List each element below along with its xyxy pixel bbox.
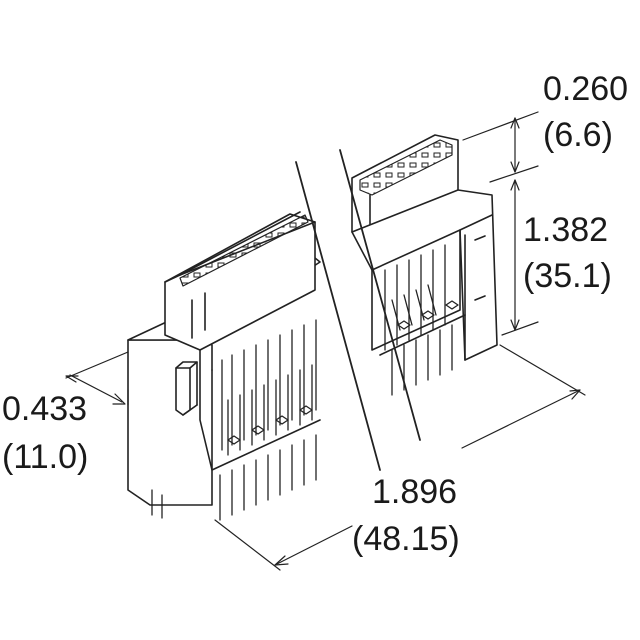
pins-right xyxy=(384,244,459,396)
depth-inch-label: 0.433 xyxy=(2,390,88,428)
top-height-mm-label: (6.6) xyxy=(543,116,613,154)
top-height-inch-label: 0.260 xyxy=(543,70,629,108)
pins-left xyxy=(151,319,317,521)
length-inch-label: 1.896 xyxy=(372,473,458,511)
body-height-mm-label: (35.1) xyxy=(523,257,612,295)
depth-mm-label: (11.0) xyxy=(2,438,89,476)
length-mm-label: (48.15) xyxy=(352,520,460,558)
shroud-left xyxy=(164,211,316,351)
right-housing xyxy=(351,134,498,361)
body-height-inch-label: 1.382 xyxy=(523,211,609,249)
break-lines xyxy=(295,149,421,471)
dimension-lines xyxy=(65,111,586,571)
